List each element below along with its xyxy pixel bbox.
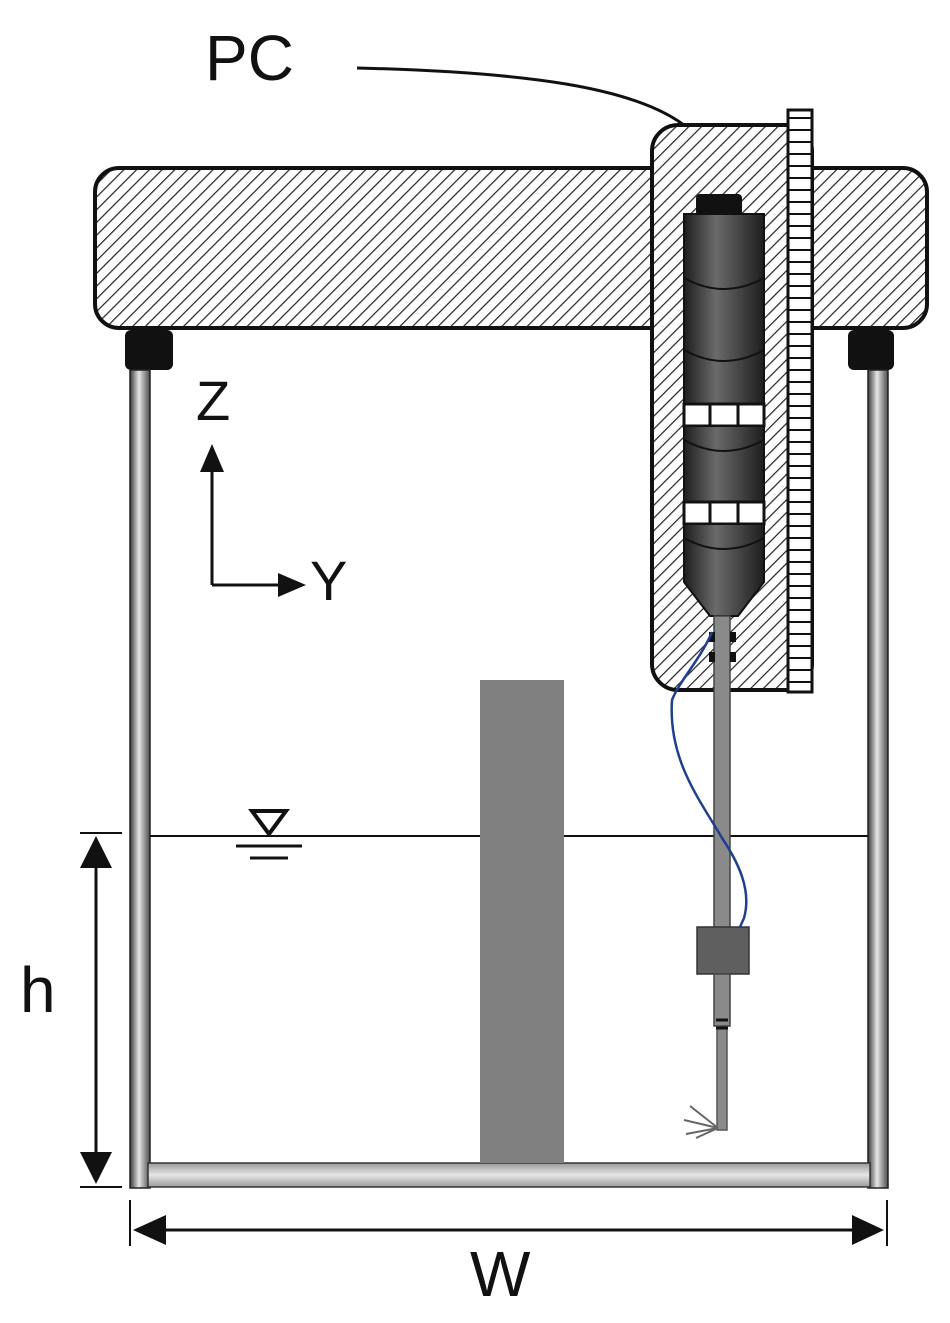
y-axis-label: Y [310,549,347,612]
water-depth-dimension [80,832,122,1188]
tank-left-wall [129,369,151,1189]
probe-tip-prongs [683,1105,719,1139]
signal-cable-blue [670,631,748,928]
z-axis-label: Z [196,369,230,432]
tank-width-label: W [470,1238,531,1310]
right-beam-foot [848,330,894,370]
tank-width-dimension [129,1200,888,1246]
water-depth-label: h [20,954,56,1026]
pc-label: PC [205,22,294,94]
probe-stem [696,615,750,1131]
coordinate-axes [200,444,306,597]
tank-floor [147,1162,871,1188]
tank-right-wall [867,369,889,1189]
scale-rail [786,108,814,694]
obstacle-cylinder [480,680,564,1163]
water-surface-triangle-icon [236,809,302,860]
probe-body [682,194,766,617]
left-beam-foot [125,330,173,370]
